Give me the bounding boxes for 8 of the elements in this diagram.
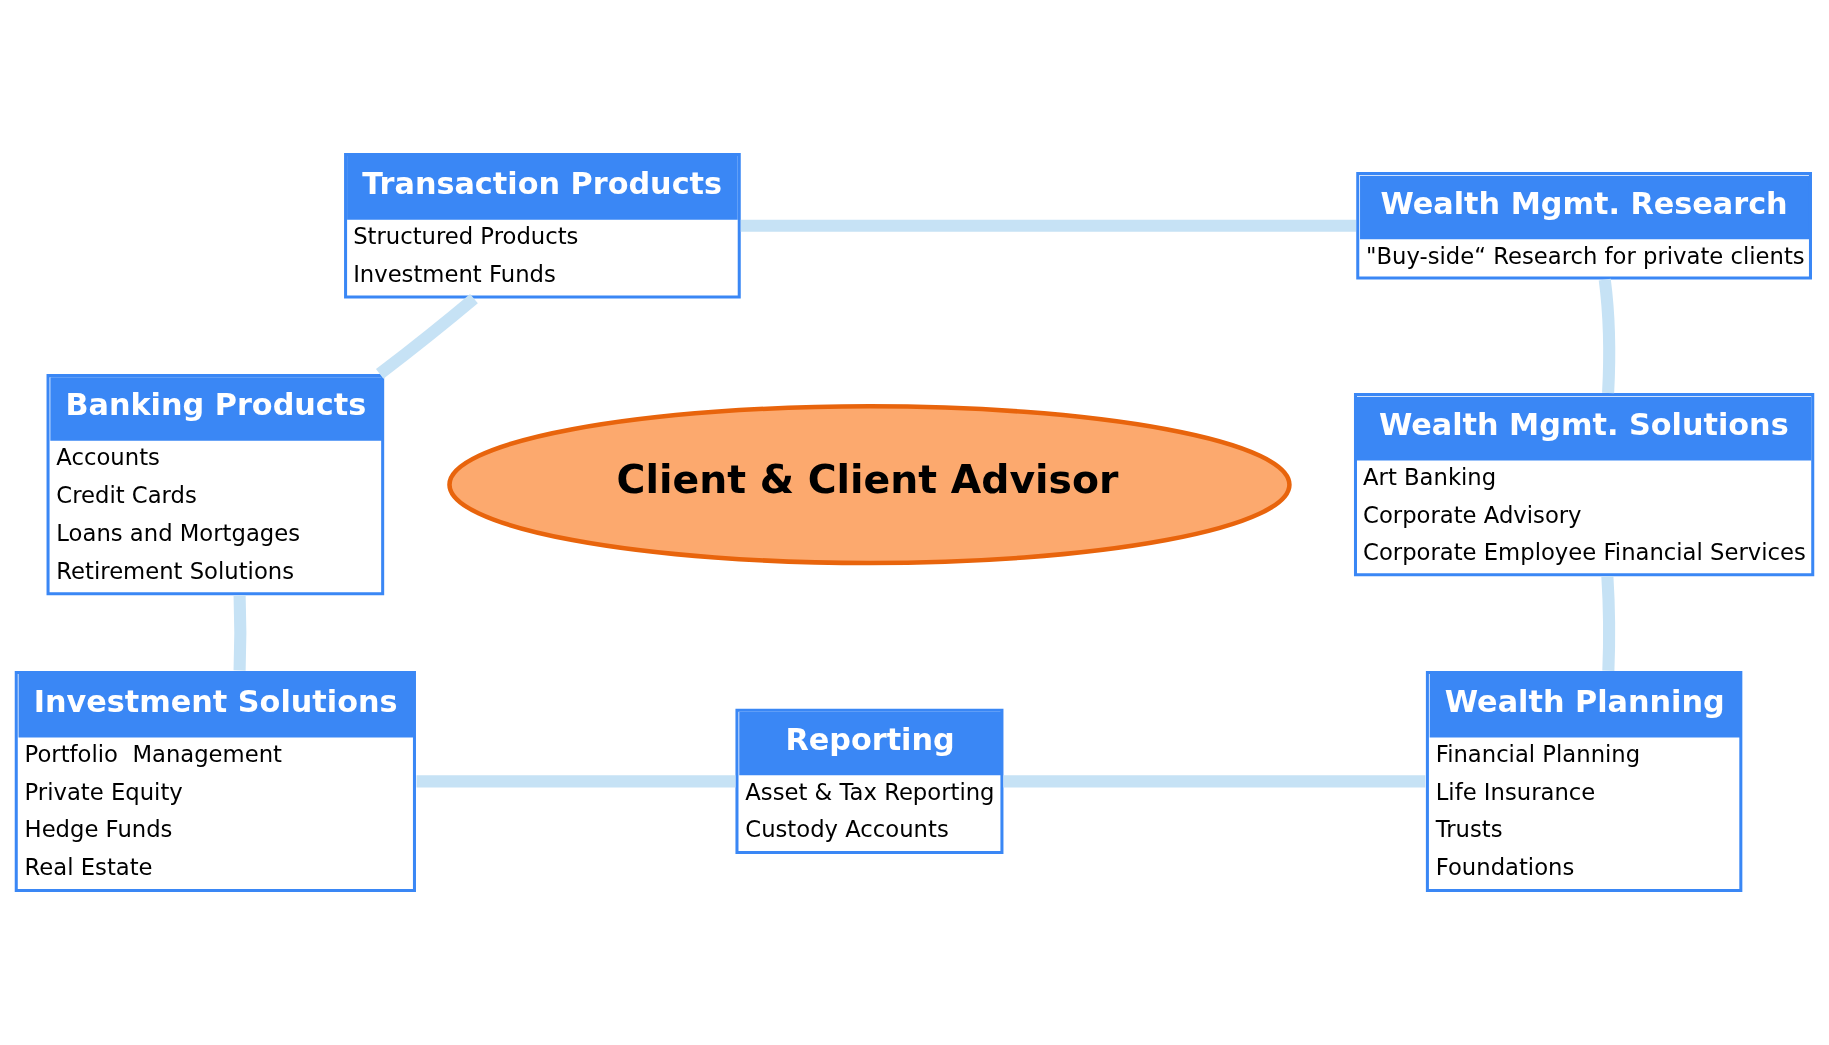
node-ellipse: Client & Client Advisor — [447, 404, 1292, 566]
connector — [740, 219, 1356, 232]
connector — [233, 595, 247, 671]
connector — [1003, 775, 1426, 788]
connector — [1598, 278, 1616, 394]
connector — [376, 293, 478, 379]
connector — [416, 775, 736, 788]
connector — [1601, 575, 1616, 671]
